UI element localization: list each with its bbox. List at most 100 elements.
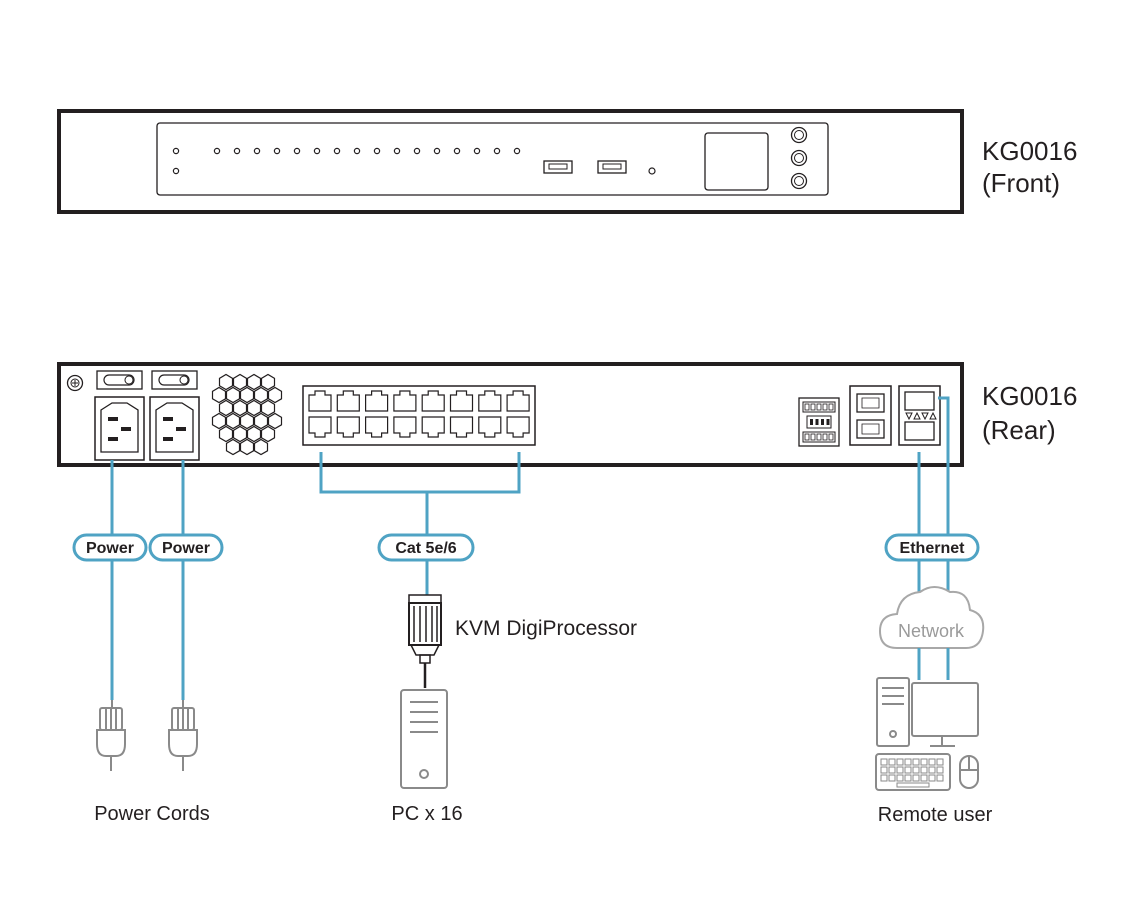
rj45-port	[421, 390, 445, 412]
power-plug-icon-2	[168, 707, 198, 771]
cat-cable-bracket	[319, 452, 521, 494]
port-led	[453, 147, 461, 155]
kvm-digiprocessor-icon	[408, 594, 442, 688]
fan-hole	[232, 425, 248, 443]
fan-hole	[232, 373, 248, 391]
fan-hole	[211, 412, 227, 430]
fan-hole	[239, 438, 255, 456]
lan-ports	[849, 385, 892, 446]
fan-hole	[260, 399, 276, 417]
led-indicator	[172, 147, 180, 155]
svg-text:Power: Power	[162, 540, 210, 557]
port-led	[513, 147, 521, 155]
fan-hole	[246, 399, 262, 417]
port-led	[473, 147, 481, 155]
rear-view-label: (Rear)	[982, 415, 1056, 445]
rj45-port	[393, 416, 417, 438]
port-led	[213, 147, 221, 155]
fan-hole	[239, 386, 255, 404]
fan-hole	[239, 412, 255, 430]
ethernet-ports	[898, 385, 941, 446]
rj45-port	[478, 416, 502, 438]
led-indicator	[172, 167, 180, 175]
port-led	[293, 147, 301, 155]
fan-hole	[218, 399, 234, 417]
port-led	[493, 147, 501, 155]
ground-screw-icon	[66, 374, 84, 392]
pc-label: PC x 16	[391, 803, 462, 825]
fan-hole	[225, 412, 241, 430]
kvm-port-block	[302, 385, 536, 446]
cables	[110, 396, 950, 700]
rear-model-label: KG0016	[982, 381, 1077, 411]
fan-hole	[260, 373, 276, 391]
port-led	[233, 147, 241, 155]
fan-vent	[211, 373, 283, 456]
power-plug-icon-1	[96, 707, 126, 771]
fan-hole	[253, 386, 269, 404]
fan-hole	[253, 412, 269, 430]
port-led	[353, 147, 361, 155]
ethernet-cable-2	[938, 396, 950, 680]
rj45-port	[506, 390, 530, 412]
fan-hole	[232, 399, 248, 417]
fan-hole	[218, 373, 234, 391]
rj45-port	[365, 416, 389, 438]
front-view-label: (Front)	[982, 168, 1060, 198]
power-socket-2	[149, 396, 200, 461]
ethernet-pill: Ethernet	[884, 533, 980, 562]
rj45-port	[449, 416, 474, 438]
rear-unit	[57, 362, 964, 467]
rj45-port	[308, 390, 332, 412]
usb-port-2	[597, 160, 627, 174]
port-led	[273, 147, 281, 155]
port-led	[433, 147, 441, 155]
rj45-port	[308, 416, 332, 438]
fan-hole	[253, 438, 269, 456]
cat-pill: Cat 5e/6	[377, 533, 475, 562]
rj45-port	[393, 390, 417, 412]
fan-hole	[267, 412, 283, 430]
front-panel-lcd	[704, 132, 769, 191]
remote-user-label: Remote user	[878, 804, 993, 826]
network-label: Network	[898, 621, 965, 641]
front-unit	[57, 109, 964, 214]
svg-text:Cat 5e/6: Cat 5e/6	[395, 540, 456, 557]
power-pill-1: Power	[72, 533, 148, 562]
svg-text:Power: Power	[86, 540, 134, 557]
rj45-port	[506, 416, 530, 438]
network-cloud-icon: Network	[878, 586, 985, 649]
fan-hole	[211, 386, 227, 404]
reset-pinhole	[648, 167, 656, 175]
power-switch-2	[151, 370, 198, 390]
svg-text:Ethernet: Ethernet	[900, 540, 966, 557]
kvm-digiprocessor-label: KVM DigiProcessor	[455, 617, 637, 640]
port-led	[373, 147, 381, 155]
front-panel-buttons	[790, 126, 808, 190]
rj45-port	[365, 390, 389, 412]
fan-hole	[246, 425, 262, 443]
fan-hole	[225, 438, 241, 456]
fan-hole	[267, 386, 283, 404]
port-led	[253, 147, 261, 155]
remote-workstation-icon	[875, 677, 979, 791]
port-led	[413, 147, 421, 155]
power-cords-label: Power Cords	[94, 803, 210, 825]
rj45-port	[449, 390, 474, 412]
terminal-block	[798, 397, 840, 447]
rj45-port	[336, 390, 360, 412]
front-model-label: KG0016	[982, 136, 1077, 166]
fan-hole	[225, 386, 241, 404]
usb-port-1	[543, 160, 573, 174]
power-switch-1	[96, 370, 143, 390]
pc-tower-icon	[400, 689, 448, 789]
rj45-port	[336, 416, 360, 438]
rj45-port	[421, 416, 445, 438]
port-led	[393, 147, 401, 155]
rj45-port	[478, 390, 502, 412]
power-socket-1	[94, 396, 145, 461]
port-led	[313, 147, 321, 155]
fan-hole	[246, 373, 262, 391]
fan-hole	[260, 425, 276, 443]
